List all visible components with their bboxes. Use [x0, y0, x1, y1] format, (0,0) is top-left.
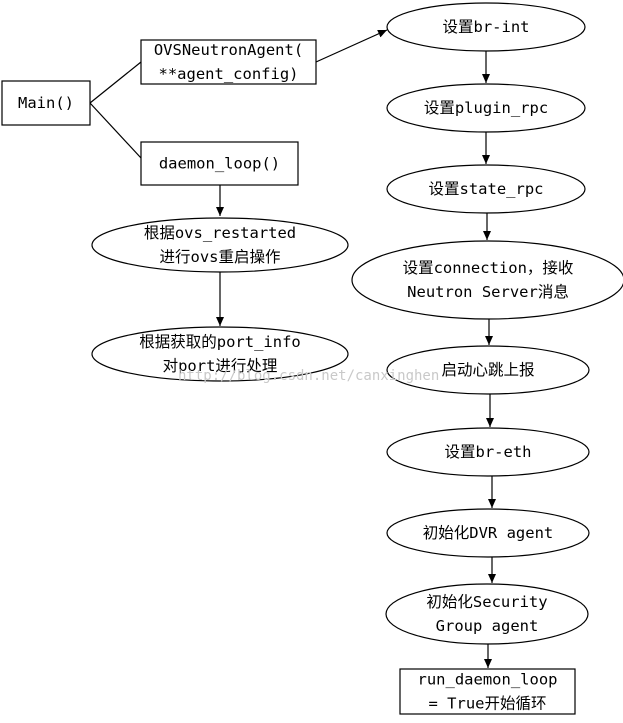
node-label-ovs-agent-line-2: **agent_config) — [159, 65, 299, 83]
edge-agent-to-br-int — [315, 29, 388, 63]
node-label-run-daemon-loop-line-2: = True开始循环 — [429, 695, 547, 713]
node-label-port-info-line-1: 根据获取的port_info — [139, 333, 301, 351]
node-main: Main() — [1, 80, 91, 126]
node-plugin-rpc: 设置plugin_rpc — [386, 83, 586, 133]
node-dvr-agent: 初始化DVR agent — [386, 508, 590, 558]
node-ovs-agent: OVSNeutronAgent( **agent_config) — [140, 39, 317, 85]
node-label-heartbeat-line-1: 启动心跳上报 — [441, 361, 534, 379]
node-label-br-eth-line-1: 设置br-eth — [445, 443, 532, 461]
node-label-ovs-agent-line-1: OVSNeutronAgent( — [154, 41, 303, 59]
node-state-rpc: 设置state_rpc — [386, 164, 586, 214]
process-ellipse-br-int — [386, 2, 586, 52]
connector-layer — [89, 29, 496, 668]
process-box-main — [1, 80, 91, 126]
process-box-daemon-loop — [140, 141, 299, 186]
node-label-connection-line-2: Neutron Server消息 — [407, 283, 569, 301]
node-label-plugin-rpc-line-1: 设置plugin_rpc — [424, 99, 548, 117]
node-label-dvr-agent-line-1: 初始化DVR agent — [423, 524, 554, 542]
node-connection: 设置connection，接收 Neutron Server消息 — [351, 240, 623, 320]
watermark-text: http://blog.csdn.net/canxinghen — [178, 368, 439, 384]
node-label-ovs-restart-line-1: 根据ovs_restarted — [144, 224, 296, 242]
node-label-security-group-line-1: 初始化Security — [426, 593, 547, 611]
node-port-info: 根据获取的port_info 对port进行处理 — [91, 326, 349, 382]
process-ellipse-ovs-restart — [91, 217, 349, 273]
node-run-daemon-loop: run_daemon_loop = True开始循环 — [399, 668, 576, 715]
node-ovs-restart: 根据ovs_restarted 进行ovs重启操作 — [91, 217, 349, 273]
process-ellipse-connection — [351, 240, 623, 320]
node-label-run-daemon-loop-line-1: run_daemon_loop — [418, 671, 558, 689]
node-heartbeat: 启动心跳上报 — [386, 345, 590, 395]
process-ellipse-plugin-rpc — [386, 83, 586, 133]
node-daemon-loop: daemon_loop() — [140, 141, 299, 186]
process-ellipse-state-rpc — [386, 164, 586, 214]
process-ellipse-port-info — [91, 326, 349, 382]
node-label-connection-line-1: 设置connection，接收 — [403, 259, 574, 277]
node-label-ovs-restart-line-2: 进行ovs重启操作 — [160, 248, 281, 266]
process-ellipse-dvr-agent — [386, 508, 590, 558]
node-label-daemon-loop-line-1: daemon_loop() — [159, 155, 280, 173]
node-label-security-group-line-2: Group agent — [436, 617, 539, 635]
edge-main-to-agent — [89, 61, 142, 104]
process-box-ovs-agent — [140, 39, 317, 85]
process-ellipse-security-group — [385, 583, 589, 645]
process-ellipse-br-eth — [386, 427, 590, 477]
node-br-eth: 设置br-eth — [386, 427, 590, 477]
edge-main-to-daemon-loop — [89, 102, 142, 159]
process-box-run-daemon-loop — [399, 668, 576, 715]
node-br-int: 设置br-int — [386, 2, 586, 52]
node-label-state-rpc-line-1: 设置state_rpc — [429, 180, 544, 198]
process-ellipse-heartbeat — [386, 345, 590, 395]
node-label-br-int-line-1: 设置br-int — [443, 18, 530, 36]
node-label-main-line-1: Main() — [18, 94, 74, 112]
node-label-port-info-line-2: 对port进行处理 — [163, 357, 278, 375]
